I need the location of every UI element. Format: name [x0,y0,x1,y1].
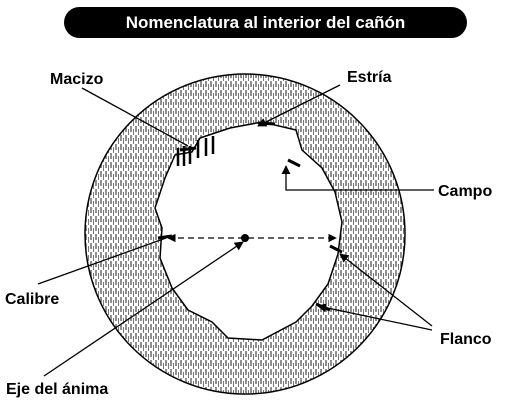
campo-leader [281,165,434,191]
eje-leader [43,241,244,377]
label-estria: Estría [347,69,392,86]
diagram-title: Nomenclatura al interior del cañón [64,7,467,38]
macizo-marks [176,136,215,166]
label-flanco: Flanco [440,331,492,348]
bore-center-point [241,234,249,242]
calibre-leader [37,237,167,285]
flanco-leader-lower [317,303,433,331]
estria-leader [257,84,341,127]
label-eje-del-anima: Eje del ánima [6,381,108,398]
label-campo: Campo [438,183,492,200]
macizo-leader [81,87,189,147]
flanco-leader-upper [339,253,433,327]
barrel-wall [84,73,406,395]
label-calibre: Calibre [5,291,59,308]
leader-lines [37,84,434,377]
label-macizo: Macizo [50,71,104,88]
